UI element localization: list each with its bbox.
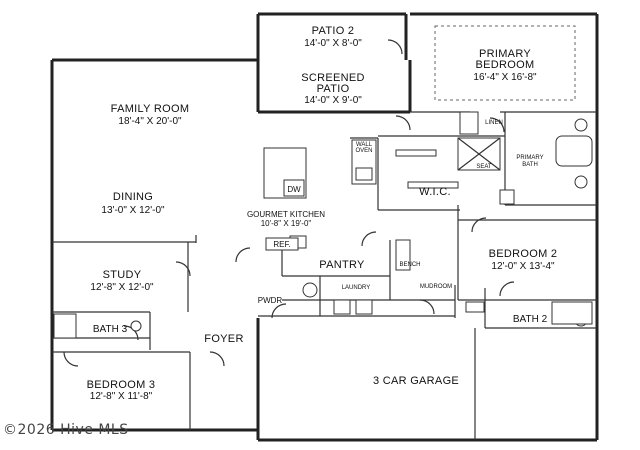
wic-block <box>499 189 515 205</box>
screened-patio-name-1: SCREENED <box>301 72 365 84</box>
dishwasher <box>283 179 305 197</box>
wall-oven-label-1: WALL <box>356 142 373 148</box>
gourmet-kitchen-name: GOURMET KITCHEN <box>247 210 325 219</box>
mudroom-name: MUDROOM <box>420 284 452 290</box>
ref-label: REF. <box>273 240 290 249</box>
bedroom2-name: BEDROOM 2 <box>489 248 558 260</box>
wic-name: W.I.C. <box>419 186 451 198</box>
primary-bath-name-2: BATH <box>522 162 538 168</box>
bench-label: BENCH <box>399 262 420 268</box>
foyer-name: FOYER <box>204 333 243 345</box>
wall-oven-label-2: OVEN <box>355 148 372 154</box>
fixture-labels: DW REF. WALL OVEN BENCH LINEN SEAT <box>273 120 503 268</box>
bedroom3-name: BEDROOM 3 <box>87 379 156 391</box>
room-labels: PATIO 2 14'-0" X 8'-0" SCREENED PATIO 14… <box>87 25 558 402</box>
bathtub <box>555 135 593 167</box>
dryer <box>355 299 373 315</box>
primary-bedroom-name-1: PRIMARY <box>479 48 531 60</box>
primary-bedroom-name-2: BEDROOM <box>476 59 535 71</box>
refrigerator <box>265 237 299 251</box>
exterior-walls <box>50 12 599 442</box>
bath3-tub <box>53 313 77 339</box>
dining-name: DINING <box>113 191 153 203</box>
study-name: STUDY <box>103 269 142 281</box>
linen-closet <box>459 111 479 135</box>
pwdr-name: PWDR <box>258 296 283 305</box>
primary-bedroom-dim: 16'-4" X 16'-8" <box>473 72 537 83</box>
mudroom-bench <box>395 239 411 271</box>
bath2-name: BATH 2 <box>513 314 548 325</box>
primary-bath-name-1: PRIMARY <box>516 155 543 161</box>
dw-label: DW <box>287 185 301 194</box>
seat-label: SEAT <box>476 164 492 170</box>
garage-name: 3 CAR GARAGE <box>373 375 459 387</box>
laundry-name: LAUNDRY <box>342 285 371 291</box>
pantry-name: PANTRY <box>319 259 365 271</box>
family-room-dim: 18'-4" X 20'-0" <box>118 116 182 127</box>
watermark: ©2026 Hive MLS <box>3 422 129 438</box>
study-dim: 12'-8" X 12'-0" <box>90 282 154 293</box>
toilet <box>574 118 588 132</box>
screened-patio-name-2: PATIO <box>317 83 350 95</box>
family-room-name: FAMILY ROOM <box>111 103 190 115</box>
screened-patio-dim: 14'-0" X 9'-0" <box>304 95 362 106</box>
fixtures <box>53 25 593 339</box>
patio2-dim: 14'-0" X 8'-0" <box>304 38 362 49</box>
bedroom3-dim: 12'-8" X 11'-8" <box>90 391 153 402</box>
linen-label: LINEN <box>485 120 503 126</box>
doors <box>63 39 515 367</box>
gourmet-kitchen-dim: 10'-8" X 19'-0" <box>261 219 312 228</box>
washer <box>333 299 351 315</box>
dining-dim: 13'-0" X 12'-0" <box>101 205 165 216</box>
patio2-name: PATIO 2 <box>312 25 355 37</box>
bath2-tub <box>551 301 593 325</box>
bed-outline <box>434 25 576 101</box>
bedroom2-dim: 12'-0" X 13'-4" <box>491 261 555 272</box>
bath3-name: BATH 3 <box>93 324 128 335</box>
